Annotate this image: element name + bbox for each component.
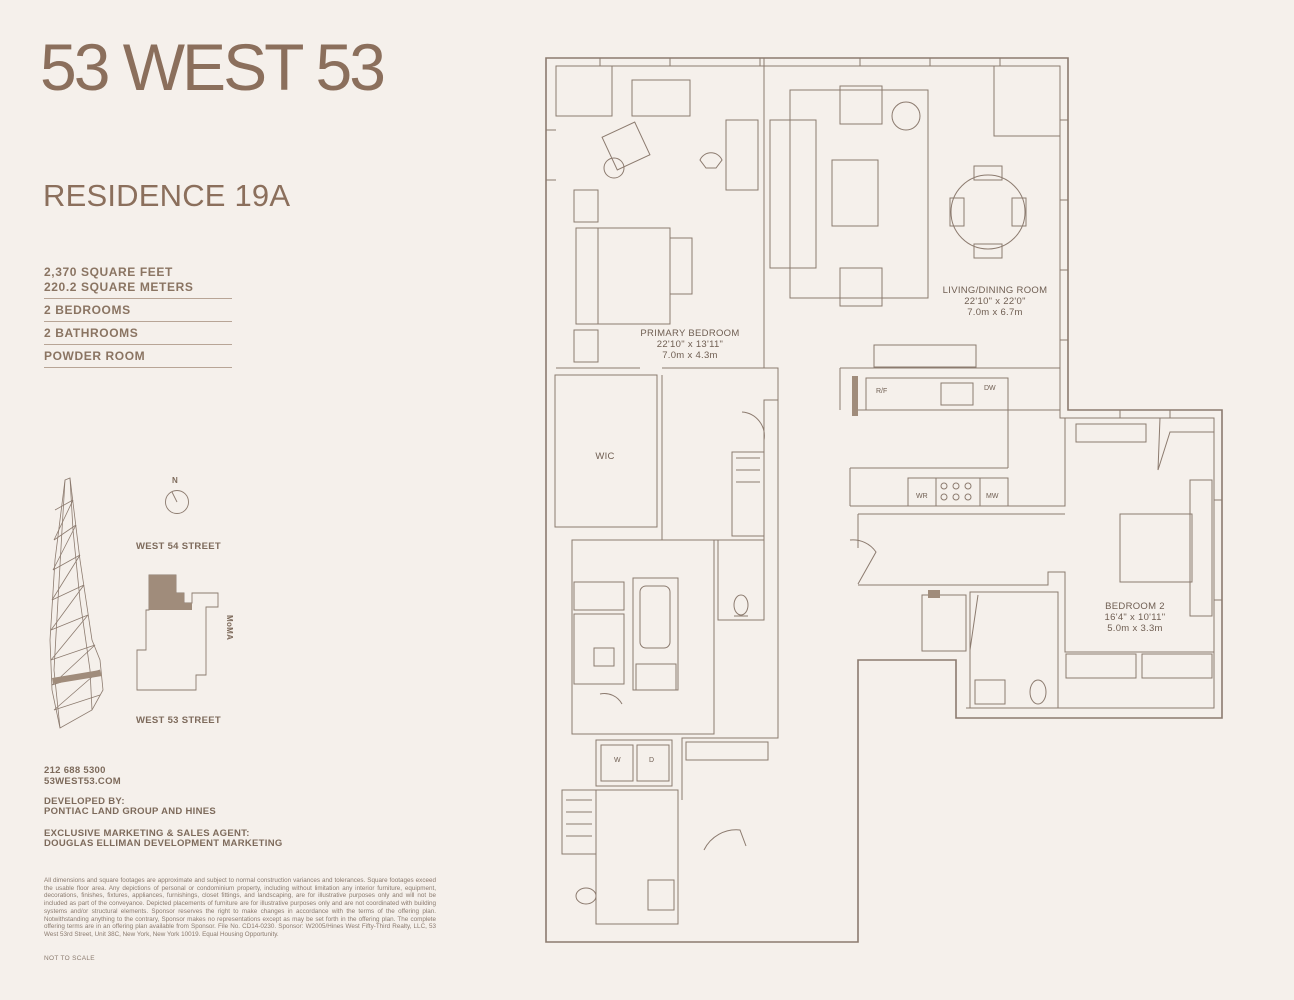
spec-bathrooms: 2 BATHROOMS <box>44 326 139 340</box>
compass-icon <box>165 490 189 514</box>
appliance-refrigerator: R/F <box>876 388 888 395</box>
room-name: LIVING/DINING ROOM <box>942 285 1048 296</box>
spec-divider <box>44 367 232 368</box>
room-dimensions-imperial: 16'4" x 10'11" <box>1104 612 1166 623</box>
north-label: N <box>172 476 179 485</box>
spec-divider <box>44 321 232 322</box>
spec-divider <box>44 344 232 345</box>
spec-square-feet: 2,370 SQUARE FEET <box>44 265 173 279</box>
floor-plan <box>545 57 1223 943</box>
moma-label: MoMA <box>225 615 234 641</box>
spec-powder-room: POWDER ROOM <box>44 349 146 363</box>
appliance-dishwasher: DW <box>984 385 996 392</box>
room-primary-bedroom: PRIMARY BEDROOM 22'10" x 13'11" 7.0m x 4… <box>630 328 750 361</box>
appliance-washer: W <box>614 757 621 764</box>
agent-name: DOUGLAS ELLIMAN DEVELOPMENT MARKETING <box>44 838 283 849</box>
website: 53WEST53.COM <box>44 776 121 787</box>
agent-heading: EXCLUSIVE MARKETING & SALES AGENT: <box>44 828 250 839</box>
room-dimensions-imperial: 22'10" x 13'11" <box>656 339 724 350</box>
legal-disclaimer: All dimensions and square footages are a… <box>44 877 436 938</box>
appliance-dryer: D <box>649 757 655 764</box>
room-name: PRIMARY BEDROOM <box>640 328 740 339</box>
room-dimensions-metric: 7.0m x 4.3m <box>662 350 718 361</box>
spec-square-meters: 220.2 SQUARE METERS <box>44 280 194 294</box>
spec-divider <box>44 298 232 299</box>
appliance-wine-refrigerator: WR <box>916 493 928 500</box>
room-bedroom-2: BEDROOM 2 16'4" x 10'11" 5.0m x 3.3m <box>1090 601 1180 634</box>
room-dimensions-metric: 5.0m x 3.3m <box>1107 623 1163 634</box>
room-wic: WIC <box>595 451 615 462</box>
residence-title: RESIDENCE 19A <box>43 178 291 213</box>
spec-bedrooms: 2 BEDROOMS <box>44 303 131 317</box>
brand-title: 53 WEST 53 <box>40 30 386 104</box>
site-map <box>136 574 219 691</box>
developer-names: PONTIAC LAND GROUP AND HINES <box>44 806 217 817</box>
phone-number: 212 688 5300 <box>44 765 106 776</box>
room-name: BEDROOM 2 <box>1105 601 1165 612</box>
street-label-top: WEST 54 STREET <box>136 541 221 552</box>
room-living-dining: LIVING/DINING ROOM 22'10" x 22'0" 7.0m x… <box>930 285 1060 318</box>
appliance-microwave: MW <box>986 493 999 500</box>
room-dimensions-metric: 7.0m x 6.7m <box>967 307 1023 318</box>
street-label-bottom: WEST 53 STREET <box>136 715 221 726</box>
developer-heading: DEVELOPED BY: <box>44 796 125 807</box>
room-dimensions-imperial: 22'10" x 22'0" <box>964 296 1026 307</box>
not-to-scale-note: NOT TO SCALE <box>44 955 95 962</box>
tower-illustration <box>49 477 104 729</box>
